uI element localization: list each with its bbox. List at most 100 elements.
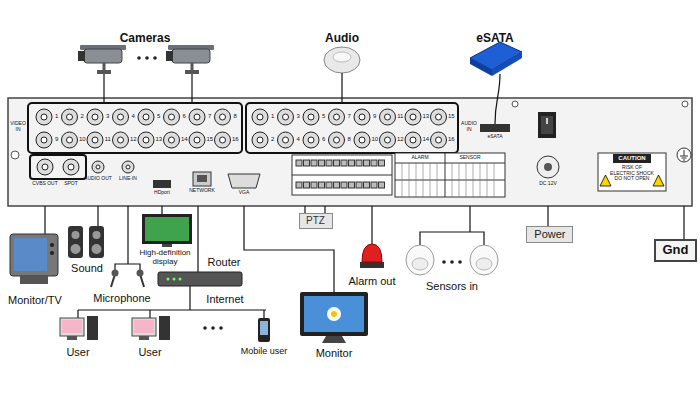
channel-number: 7 [208, 113, 211, 120]
channel-number: 5 [322, 113, 325, 120]
audio-in-ports [385, 137, 391, 143]
video-in-ports [220, 114, 226, 120]
audio-in-ports [359, 114, 365, 120]
channel-number: 7 [348, 113, 351, 120]
audio-in-ports [278, 132, 294, 148]
speaker-icon [92, 244, 102, 254]
wire [683, 206, 684, 239]
device-label: Monitor [316, 347, 353, 359]
alarm-light [360, 244, 384, 268]
video-in-ports [113, 132, 129, 148]
port-label: SPOT [64, 181, 78, 187]
device-label: Mobile user [241, 347, 288, 357]
camera-icon [145, 56, 149, 60]
audio-in-ports [303, 132, 319, 148]
video-out-ports [68, 164, 74, 170]
video-in-ports [92, 137, 98, 143]
video-in-ports [194, 114, 200, 120]
video-out-ports [122, 161, 134, 173]
vga-monitor [300, 292, 368, 343]
video-in-ports [118, 137, 124, 143]
ground-box: Gnd [654, 239, 697, 262]
video-out-ports [30, 155, 134, 179]
power-switch [538, 112, 556, 138]
ground-terminal [680, 150, 688, 160]
device-label: User [66, 346, 89, 358]
audio-in-ports [308, 114, 314, 120]
video-out-ports [37, 159, 53, 175]
hd-display [142, 214, 192, 244]
camera-icon [78, 45, 214, 74]
audio-in-ports [308, 137, 314, 143]
alarm-light [360, 262, 384, 268]
user-pc [60, 316, 223, 340]
rear-connectors [153, 172, 260, 188]
wire [44, 206, 45, 234]
channel-number: 15 [448, 113, 455, 120]
terminal-block [371, 160, 377, 166]
alarm-sensor-table [445, 153, 446, 197]
user-pc [211, 326, 215, 330]
router-icon [179, 278, 182, 281]
audio-in-ports [410, 137, 416, 143]
wire [469, 206, 470, 232]
pir-sensor [470, 245, 498, 275]
pir-sensor [406, 245, 498, 275]
dvr-panel [512, 101, 518, 107]
video-in-ports [143, 114, 149, 120]
vga-monitor [327, 307, 341, 321]
video-in-ports [215, 132, 231, 148]
user-pc [67, 336, 77, 340]
port-label: NETWORK [189, 188, 215, 194]
device-label: Cameras [120, 32, 171, 45]
device-label: eSATA [476, 32, 514, 45]
channel-number: 12 [397, 136, 404, 143]
alarm-sensor-table [395, 163, 505, 164]
pir-sensor [442, 260, 446, 264]
channel-number: 11 [105, 136, 111, 143]
caution-sticker [613, 154, 651, 163]
wire [420, 232, 484, 245]
terminal-block [364, 182, 370, 188]
device-label: Monitor/TV [8, 294, 62, 306]
tv-monitor [50, 251, 54, 255]
audio-in-ports [334, 114, 340, 120]
channel-number: 12 [130, 136, 137, 143]
router-icon [173, 278, 176, 281]
channel-number: 6 [183, 113, 186, 120]
audio-in-ports [436, 114, 442, 120]
user-pc [60, 318, 84, 336]
audio-in-ports [380, 109, 396, 125]
wire [191, 74, 192, 103]
port-label: AUDIO IN [460, 121, 478, 132]
audio-in-ports [354, 132, 370, 148]
video-in-ports [36, 132, 52, 148]
audio-in-ports [246, 103, 458, 153]
ground-terminal [677, 148, 691, 162]
wire [97, 206, 98, 226]
terminal-block [292, 175, 392, 176]
tv-monitor [10, 234, 58, 284]
wire [547, 206, 548, 226]
wire [78, 309, 266, 310]
video-in-ports [138, 109, 154, 125]
channel-number: 10 [79, 136, 86, 143]
power-box: Power [526, 226, 573, 243]
channel-number: 16 [448, 136, 455, 143]
channel-number: 2 [81, 113, 84, 120]
terminal-block [341, 160, 347, 166]
audio-in-ports [334, 137, 340, 143]
terminal-block [349, 160, 355, 166]
user-pc [62, 320, 82, 333]
video-in-ports [164, 132, 180, 148]
alarm-light [362, 244, 382, 262]
alarm-sensor-table [395, 153, 505, 197]
camera-icon [137, 56, 141, 60]
channel-number: 8 [234, 113, 237, 120]
video-out-ports [42, 164, 48, 170]
user-pc [139, 336, 149, 340]
channel-number: 9 [373, 113, 376, 120]
box-text: PTZ [306, 215, 326, 227]
audio-in-ports [252, 132, 268, 148]
table-header: ALARM [411, 155, 428, 161]
